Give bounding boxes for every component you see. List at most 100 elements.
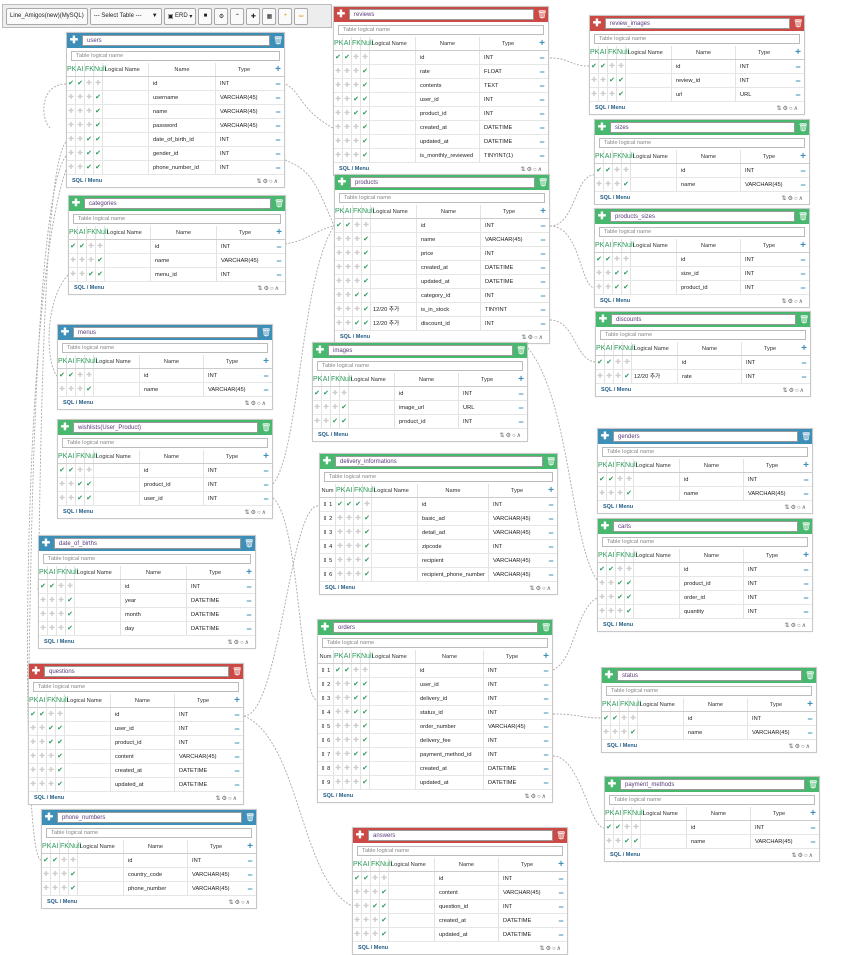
settings-icon[interactable]: ⚙ <box>535 585 542 592</box>
column-name-cell[interactable]: product_id <box>111 736 175 749</box>
pk-checkbox[interactable]: ✚ <box>334 107 343 120</box>
null-checkbox[interactable]: ✔ <box>361 748 370 761</box>
column-name-cell[interactable]: created_at <box>417 261 481 274</box>
fk-checkbox[interactable]: ✚ <box>87 240 96 253</box>
comment-icon[interactable]: ○ <box>256 400 262 407</box>
remove-column-icon[interactable]: − <box>540 235 546 245</box>
remove-column-icon[interactable]: − <box>263 371 269 381</box>
null-checkbox[interactable]: ✔ <box>625 605 634 618</box>
logical-name-cell[interactable] <box>389 886 435 899</box>
ai-checkbox[interactable]: ✚ <box>76 161 85 174</box>
ai-checkbox[interactable]: ✚ <box>38 778 47 791</box>
null-checkbox[interactable]: ✔ <box>69 868 78 881</box>
remove-column-icon[interactable]: − <box>543 764 549 774</box>
null-checkbox[interactable]: ✔ <box>69 882 78 895</box>
sql-menu-link[interactable]: SQL / Menu <box>610 852 641 858</box>
trash-icon[interactable]: 🗑 <box>546 457 557 466</box>
ai-checkbox[interactable]: ✚ <box>38 764 47 777</box>
null-checkbox[interactable]: ✚ <box>361 664 370 677</box>
ai-checkbox[interactable]: ✚ <box>48 594 57 607</box>
sql-menu-link[interactable]: SQL / Menu <box>44 639 75 645</box>
table-name[interactable]: review_images <box>605 18 790 29</box>
add-column-icon[interactable]: ✚ <box>246 7 261 25</box>
logical-name-cell[interactable] <box>75 622 121 635</box>
column-name-cell[interactable]: id <box>149 77 216 90</box>
fk-checkbox[interactable]: ✔ <box>613 267 622 280</box>
logical-name-cell[interactable] <box>349 415 395 428</box>
column-name-cell[interactable]: category_id <box>417 289 481 302</box>
pk-checkbox[interactable]: ✚ <box>334 706 343 719</box>
ai-checkbox[interactable]: ✚ <box>76 91 85 104</box>
ai-checkbox[interactable]: ✚ <box>343 776 352 789</box>
column-name-cell[interactable]: id <box>672 60 736 73</box>
sql-menu-link[interactable]: SQL / Menu <box>74 285 105 291</box>
remove-column-icon[interactable]: − <box>275 107 281 117</box>
settings-icon[interactable]: ⚙ <box>250 509 257 516</box>
column-name-cell[interactable]: updated_at <box>111 778 175 791</box>
null-checkbox[interactable]: ✚ <box>629 712 638 725</box>
column-name-cell[interactable]: id <box>111 708 175 721</box>
ai-checkbox[interactable]: ✚ <box>343 762 352 775</box>
null-checkbox[interactable]: ✔ <box>380 900 389 913</box>
logical-name-cell[interactable] <box>370 65 416 78</box>
logical-name-cell[interactable] <box>371 261 417 274</box>
fk-checkbox[interactable]: ✚ <box>352 121 361 134</box>
ai-checkbox[interactable]: ✚ <box>343 135 352 148</box>
pk-checkbox[interactable]: ✔ <box>598 563 607 576</box>
logical-name-cell[interactable] <box>103 133 149 146</box>
ai-checkbox[interactable]: ✚ <box>322 415 331 428</box>
fk-checkbox[interactable]: ✔ <box>47 736 56 749</box>
column-type-cell[interactable]: VARCHAR(45) <box>752 730 790 736</box>
fk-checkbox[interactable]: ✚ <box>57 622 66 635</box>
expand-icon[interactable]: ✚ <box>71 197 81 209</box>
remove-column-icon[interactable]: − <box>539 53 545 63</box>
fk-checkbox[interactable]: ✚ <box>614 370 623 383</box>
column-type-cell[interactable]: VARCHAR(45) <box>503 890 541 896</box>
pk-checkbox[interactable]: ✚ <box>29 750 38 763</box>
logical-name-cell[interactable] <box>94 492 140 505</box>
remove-column-icon[interactable]: − <box>801 372 807 382</box>
table-name[interactable]: phone_numbers <box>57 812 242 823</box>
column-type-cell[interactable]: INT <box>191 584 201 590</box>
ai-checkbox[interactable]: ✚ <box>344 233 353 246</box>
pk-checkbox[interactable]: ✚ <box>598 591 607 604</box>
table-logical-name-input[interactable]: Table logical name <box>602 537 808 547</box>
column-name-cell[interactable]: name <box>151 254 217 267</box>
ai-checkbox[interactable]: ✚ <box>343 65 352 78</box>
pk-checkbox[interactable]: ✚ <box>29 764 38 777</box>
column-name-cell[interactable]: id <box>435 872 499 885</box>
column-name-cell[interactable]: id <box>140 464 204 477</box>
column-type-cell[interactable]: INT <box>488 696 498 702</box>
fk-checkbox[interactable]: ✚ <box>371 872 380 885</box>
fk-checkbox[interactable]: ✔ <box>353 317 362 330</box>
remove-column-icon[interactable]: − <box>543 736 549 746</box>
null-checkbox[interactable]: ✔ <box>361 149 370 162</box>
column-type-cell[interactable]: INT <box>748 567 758 573</box>
settings-icon[interactable]: ⚙ <box>530 793 537 800</box>
remove-column-icon[interactable]: − <box>247 884 253 894</box>
null-checkbox[interactable]: ✚ <box>85 464 94 477</box>
fk-checkbox[interactable]: ✚ <box>616 487 625 500</box>
ai-checkbox[interactable]: ✚ <box>343 149 352 162</box>
table-name[interactable]: carts <box>613 521 798 532</box>
logical-name-cell[interactable] <box>370 776 416 789</box>
remove-column-icon[interactable]: − <box>803 607 809 617</box>
expand-icon[interactable]: ✚ <box>598 313 608 325</box>
logical-name-cell[interactable] <box>75 608 121 621</box>
fk-checkbox[interactable]: ✔ <box>76 478 85 491</box>
table-logical-name-input[interactable]: Table logical name <box>62 343 268 353</box>
remove-column-icon[interactable]: − <box>795 90 801 100</box>
pk-checkbox[interactable]: ✔ <box>69 240 78 253</box>
column-type-cell[interactable]: DATETIME <box>488 780 517 786</box>
logical-name-cell[interactable] <box>370 51 416 64</box>
settings-icon[interactable]: ⚙ <box>250 400 257 407</box>
sort-icon[interactable]: ⇅ <box>244 400 251 407</box>
add-column-icon[interactable]: + <box>548 485 554 496</box>
